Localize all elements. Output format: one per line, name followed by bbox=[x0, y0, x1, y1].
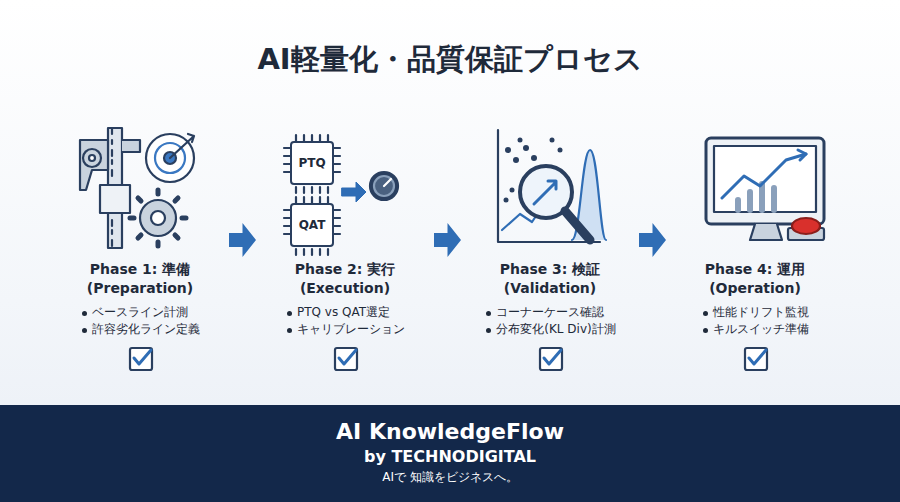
phase-column: Phase 1: 準備 (Preparation) ベースライン計測許容劣化ライン… bbox=[55, 120, 225, 339]
bullet-dot bbox=[287, 311, 292, 316]
phase-heading: Phase 2: 実行 (Execution) bbox=[270, 260, 420, 298]
phase-heading: Phase 4: 運用 (Operation) bbox=[680, 260, 830, 298]
bullet-list: 性能ドリフト監視キルスイッチ準備 bbox=[701, 304, 809, 339]
bullet-dot bbox=[486, 311, 491, 316]
caliper-icon bbox=[80, 128, 140, 248]
analysis-chart bbox=[498, 130, 606, 242]
bullet-item: 性能ドリフト監視 bbox=[701, 304, 809, 321]
bullet-text: 性能ドリフト監視 bbox=[713, 305, 809, 319]
bullet-item: 分布変化(KL Div)計測 bbox=[484, 321, 615, 338]
diagram-title: AI軽量化・品質保証プロセス bbox=[0, 40, 900, 80]
bullet-text: 分布変化(KL Div)計測 bbox=[496, 322, 615, 336]
bullet-text: キャリブレーション bbox=[297, 322, 405, 336]
bullet-list: PTQ vs QAT選定キャリブレーション bbox=[285, 304, 405, 339]
footer-band: AI KnowledgeFlowby TECHNODIGITAL AIで 知識をビ… bbox=[0, 405, 900, 502]
bullet-dot bbox=[703, 328, 708, 333]
bullet-item: コーナーケース確認 bbox=[484, 304, 615, 321]
footer-text: AIで 知識をビジネスへ。 bbox=[0, 470, 900, 486]
bullet-text: ベースライン計測 bbox=[92, 305, 188, 319]
phase-column: Phase 4: 運用 (Operation) 性能ドリフト監視キルスイッチ準備 bbox=[670, 120, 840, 339]
magnifier-icon bbox=[520, 166, 590, 240]
phase-heading: Phase 1: 準備 (Preparation) bbox=[65, 260, 215, 298]
bullet-dot bbox=[703, 311, 708, 316]
kill-switch-icon bbox=[788, 218, 824, 240]
bullet-text: コーナーケース確認 bbox=[496, 305, 604, 319]
flow-arrow bbox=[434, 223, 461, 257]
bullet-text: 許容劣化ライン定義 bbox=[92, 322, 200, 336]
bullet-dot bbox=[82, 328, 87, 333]
phase-column: Phase 3: 検証 (Validation) コーナーケース確認分布変化(KL… bbox=[465, 120, 635, 339]
chip-label: QAT bbox=[299, 218, 326, 232]
phase-column: Phase 2: 実行 (Execution) PTQ vs QAT選定キャリブレ… bbox=[260, 120, 430, 339]
bullet-dot bbox=[486, 328, 491, 333]
footer-text: by TECHNODIGITAL bbox=[0, 447, 900, 468]
footer-text: AI KnowledgeFlow bbox=[0, 419, 900, 445]
chip-arrow bbox=[342, 182, 366, 202]
chip-box: PTQ bbox=[290, 141, 334, 185]
flow-arrow bbox=[229, 223, 256, 257]
bullet-list: ベースライン計測許容劣化ライン定義 bbox=[80, 304, 200, 339]
flow-arrow bbox=[639, 223, 666, 257]
bullet-item: キルスイッチ準備 bbox=[701, 321, 809, 338]
chip-label: PTQ bbox=[298, 156, 325, 170]
bullet-list: コーナーケース確認分布変化(KL Div)計測 bbox=[484, 304, 615, 339]
bullet-item: PTQ vs QAT選定 bbox=[285, 304, 405, 321]
bullet-dot bbox=[82, 311, 87, 316]
bullet-item: 許容劣化ライン定義 bbox=[80, 321, 200, 338]
knob-icon bbox=[370, 172, 398, 200]
checkbox-icon bbox=[130, 348, 767, 370]
chip-box: QAT bbox=[290, 203, 334, 247]
bullet-item: キャリブレーション bbox=[285, 321, 405, 338]
monitor-icon bbox=[706, 138, 824, 240]
target-icon bbox=[146, 134, 194, 182]
bullet-text: キルスイッチ準備 bbox=[713, 322, 809, 336]
bullet-dot bbox=[287, 328, 292, 333]
bullet-item: ベースライン計測 bbox=[80, 304, 200, 321]
chip-pins bbox=[284, 135, 340, 255]
phase-heading: Phase 3: 検証 (Validation) bbox=[475, 260, 625, 298]
bullet-text: PTQ vs QAT選定 bbox=[297, 305, 390, 319]
